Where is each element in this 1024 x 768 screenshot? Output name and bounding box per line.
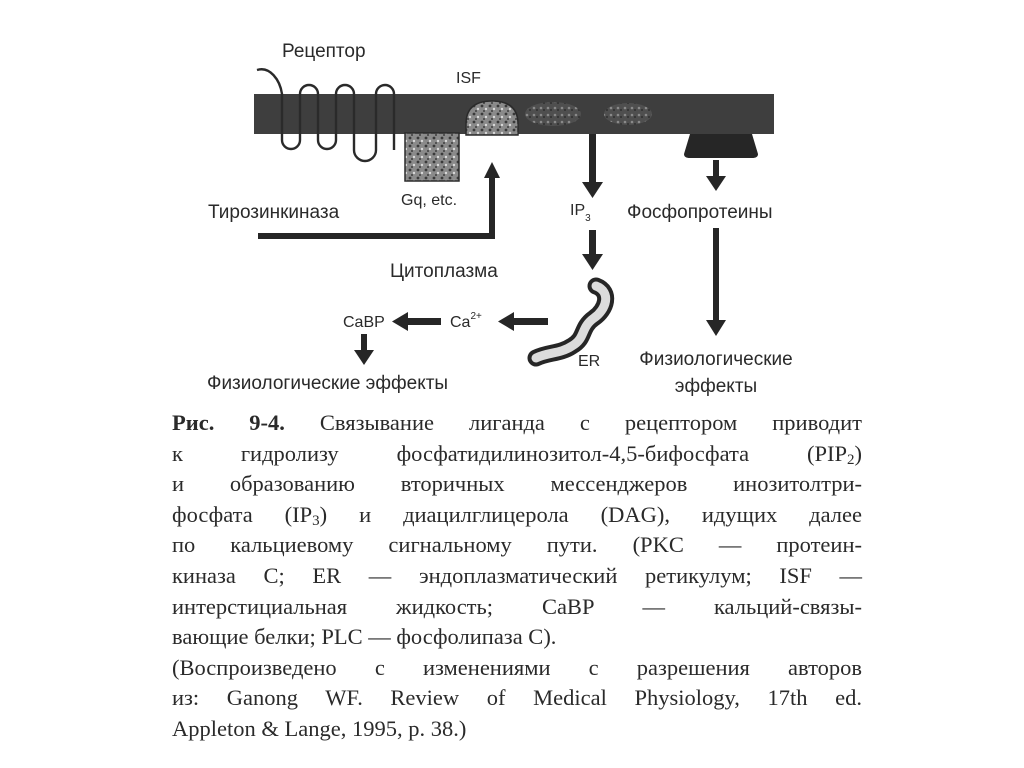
endoplasmic-reticulum-lumen xyxy=(531,281,611,363)
caption-line-4-b: ) и диацилглицерола (DAG), идущих далее xyxy=(319,501,862,527)
caption-line-2: к гидролизу фосфатидилинозитол-4,5-бифос… xyxy=(172,439,862,470)
ca-to-cabp-arrow xyxy=(405,318,441,325)
ca-label-main: Ca xyxy=(450,314,471,331)
cabp-to-effects-arrowhead xyxy=(354,350,374,365)
caption-line-6: киназа C; ER — эндоплазматический ретику… xyxy=(172,562,862,588)
caption-line-2-a: к гидролизу фосфатидилинозитол-4,5-бифос… xyxy=(172,440,847,466)
membrane-blob-pip2 xyxy=(525,102,581,126)
ca-label-sup: 2+ xyxy=(470,311,482,322)
membrane-blob-dag xyxy=(604,103,652,125)
pkc-to-phospho-arrowhead xyxy=(706,176,726,191)
ip3-release-arrow xyxy=(589,134,596,182)
er-to-ca-arrowhead xyxy=(498,312,514,331)
isf-label: ISF xyxy=(456,70,481,87)
ip3-label-sub: 3 xyxy=(585,213,591,224)
ip3-label-main: IP xyxy=(570,202,585,219)
caption-line-5: по кальциевому сигнальному пути. (PKC — … xyxy=(172,532,862,558)
physio-effects-left-label: Физиологические эффекты xyxy=(207,373,448,394)
caption-line-8: вающие белки; PLC — фосфолипаза C). xyxy=(172,624,557,650)
er-label: ER xyxy=(578,353,600,370)
caption-line-1: Рис. 9-4. Связывание лиганда с рецепторо… xyxy=(172,408,862,439)
plc-enzyme xyxy=(465,100,519,136)
receptor-serpentine xyxy=(256,68,396,163)
g-protein xyxy=(404,132,460,182)
phospho-to-effects-arrow xyxy=(713,228,719,322)
physio-effects-right-label-line1: Физиологические xyxy=(639,349,792,370)
cytoplasm-label: Цитоплазма xyxy=(390,261,498,282)
caption-line-4: фосфата (IP3) и диацилглицерола (DAG), и… xyxy=(172,500,862,531)
receptor-label: Рецептор xyxy=(282,41,366,62)
caption-line-1-text: Связывание лиганда с рецептором приводит xyxy=(284,410,862,435)
ip3-release-arrowhead xyxy=(582,182,603,198)
cabp-label: CaBP xyxy=(343,314,385,331)
caption-line-10: из: Ganong WF. Review of Medical Physiol… xyxy=(172,685,862,711)
caption-line-9: (Воспроизведено с изменениями с разрешен… xyxy=(172,654,862,680)
figure-number: Рис. 9-4. xyxy=(172,410,285,435)
ip3-label: IP3 xyxy=(570,202,591,224)
figure-caption: Рис. 9-4. Связывание лиганда с рецепторо… xyxy=(172,408,862,745)
signaling-diagram: Рецептор ISF Gq, etc. Тирозинкиназа IP3 … xyxy=(207,41,793,397)
pkc-enzyme xyxy=(684,134,758,158)
tyrosine-kinase-label: Тирозинкиназа xyxy=(208,202,340,223)
cabp-to-effects-arrow xyxy=(361,334,367,352)
caption-line-11: Appleton & Lange, 1995, p. 38.) xyxy=(172,715,467,741)
caption-line-4-sub: 3 xyxy=(312,512,320,529)
caption-line-3: и образованию вторичных мессенджеров ино… xyxy=(172,471,862,497)
er-to-ca-arrow xyxy=(512,318,548,325)
caption-line-4-a: фосфата (IP xyxy=(172,501,313,527)
ca-label: Ca2+ xyxy=(450,311,482,331)
phospho-to-effects-arrowhead xyxy=(706,320,726,336)
ip3-to-er-arrow xyxy=(589,230,596,256)
tyrosine-kinase-arrowhead xyxy=(484,162,500,178)
ca-to-cabp-arrowhead xyxy=(392,312,408,331)
pkc-to-phospho-arrow xyxy=(713,160,719,178)
caption-line-2-b: ) xyxy=(854,440,863,466)
ip3-to-er-arrowhead xyxy=(582,254,603,270)
gq-label: Gq, etc. xyxy=(401,192,457,209)
caption-line-7: интерстициальная жидкость; CaBP — кальци… xyxy=(172,593,862,619)
physio-effects-right-label-line2: эффекты xyxy=(675,376,757,397)
phosphoproteins-label: Фосфопротеины xyxy=(627,202,773,223)
caption-line-2-sub: 2 xyxy=(847,451,855,468)
tyrosine-kinase-arrow xyxy=(258,178,495,239)
